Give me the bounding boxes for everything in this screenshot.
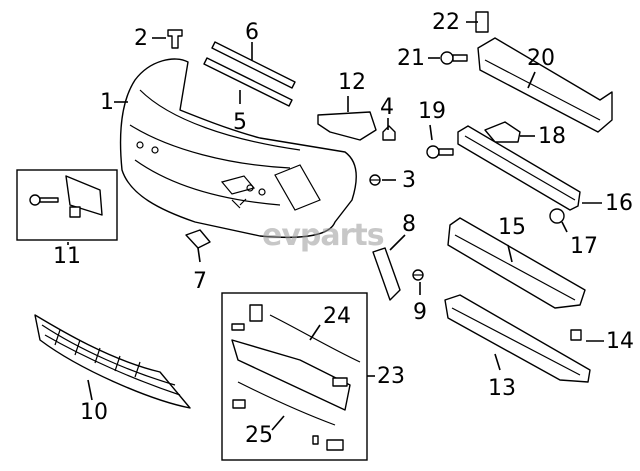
callout-22: 22 bbox=[432, 10, 460, 35]
callout-18: 18 bbox=[538, 124, 566, 149]
callout-17: 17 bbox=[570, 234, 598, 259]
side-bracket[interactable] bbox=[317, 111, 377, 141]
callout-13: 13 bbox=[488, 376, 516, 401]
callout-4: 4 bbox=[380, 95, 394, 120]
callout-12: 12 bbox=[338, 70, 366, 95]
callout-20: 20 bbox=[527, 46, 555, 71]
bracket-part-18[interactable] bbox=[484, 121, 521, 143]
bracket-part-22[interactable] bbox=[475, 11, 489, 33]
absorber-part-15[interactable] bbox=[447, 217, 586, 309]
callout-2: 2 bbox=[134, 26, 148, 51]
watermark-logo: evparts bbox=[262, 218, 385, 253]
callout-1: 1 bbox=[100, 90, 114, 115]
bolt-part-21[interactable] bbox=[440, 51, 468, 65]
screw-part-9[interactable] bbox=[412, 269, 424, 281]
callout-16: 16 bbox=[605, 191, 633, 216]
callout-9: 9 bbox=[413, 300, 427, 325]
clip-part-14[interactable] bbox=[570, 329, 582, 341]
callout-5: 5 bbox=[233, 110, 247, 135]
beam-part-16[interactable] bbox=[457, 125, 581, 211]
callout-7: 7 bbox=[193, 269, 207, 294]
callout-21: 21 bbox=[397, 46, 425, 71]
lower-absorber[interactable] bbox=[444, 294, 591, 383]
callout-8: 8 bbox=[402, 212, 416, 237]
callout-25: 25 bbox=[245, 423, 273, 448]
callout-23: 23 bbox=[377, 364, 405, 389]
part-11-box bbox=[16, 169, 118, 241]
clip-part-2[interactable] bbox=[167, 29, 183, 49]
part-23-set[interactable] bbox=[231, 304, 361, 451]
callout-15: 15 bbox=[498, 215, 526, 240]
screw-part-3[interactable] bbox=[369, 174, 381, 186]
callout-3: 3 bbox=[402, 168, 416, 193]
callout-10: 10 bbox=[80, 400, 108, 425]
bolt-part-19[interactable] bbox=[426, 145, 454, 159]
lower-molding[interactable] bbox=[203, 57, 293, 107]
part-8[interactable] bbox=[372, 247, 401, 301]
clip-part-4[interactable] bbox=[382, 125, 396, 141]
part-11-set[interactable] bbox=[29, 175, 103, 218]
cover-part-7[interactable] bbox=[185, 229, 211, 249]
nut-part-17[interactable] bbox=[549, 208, 565, 224]
callout-24: 24 bbox=[323, 304, 351, 329]
callout-14: 14 bbox=[606, 329, 634, 354]
callout-11: 11 bbox=[53, 244, 81, 269]
callout-19: 19 bbox=[418, 99, 446, 124]
upper-molding[interactable] bbox=[211, 41, 296, 89]
leader-lines bbox=[67, 21, 604, 431]
callout-6: 6 bbox=[245, 20, 259, 45]
lower-grille[interactable] bbox=[34, 314, 191, 409]
reinforcement-part-20[interactable] bbox=[477, 37, 613, 133]
bumper-cover[interactable] bbox=[119, 58, 357, 239]
